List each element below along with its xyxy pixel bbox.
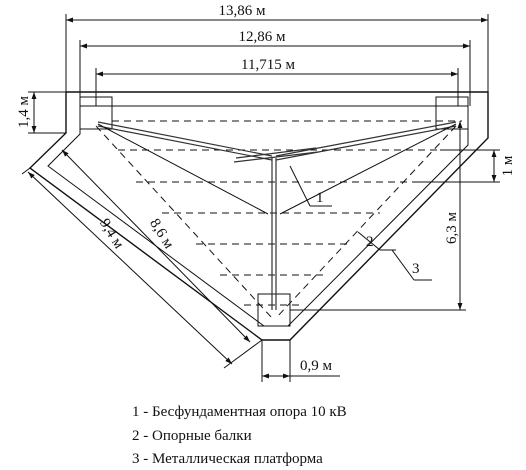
width-outer-label: 13,86 м: [219, 3, 267, 19]
dimension-width-middle: 12,86 м: [79, 29, 471, 106]
support-beams: [95, 120, 462, 319]
callout-2: 2: [357, 231, 396, 251]
legend-item-1: 1 - Бесфундаментная опора 10 кВ: [132, 404, 347, 420]
diag-inner-label: 8,6 м: [146, 216, 177, 252]
dimension-height-total: 6,3 м: [290, 121, 466, 311]
height-left-label: 1,4 м: [16, 96, 32, 129]
callout-1: 1: [289, 165, 332, 207]
height-total-label: 6,3 м: [444, 212, 460, 245]
beam-spacing-label: 1 м: [500, 155, 516, 176]
callout-2-label: 2: [366, 234, 374, 250]
dimension-diag-inner: 8,6 м: [61, 149, 251, 343]
corner-pads: [79, 96, 469, 327]
callout-3-label: 3: [412, 261, 420, 277]
callout-3: 3: [391, 249, 432, 281]
dimension-width-inner: 11,715 м: [95, 57, 459, 106]
callout-1-label: 1: [316, 190, 324, 206]
dimension-bottom-width: 0,9 м: [261, 340, 340, 382]
dimension-beam-spacing: 1 м: [412, 149, 516, 183]
width-middle-label: 12,86 м: [239, 29, 287, 45]
dimension-width-outer: 13,86 м: [65, 3, 489, 92]
dimension-height-left: 1,4 м: [16, 91, 66, 134]
legend: 1 - Бесфундаментная опора 10 кВ 2 - Опор…: [132, 404, 347, 467]
bottom-width-label: 0,9 м: [300, 358, 333, 374]
width-inner-label: 11,715 м: [241, 57, 295, 73]
legend-item-3: 3 - Металлическая платформа: [132, 451, 323, 467]
legend-item-2: 2 - Опорные балки: [132, 428, 252, 444]
